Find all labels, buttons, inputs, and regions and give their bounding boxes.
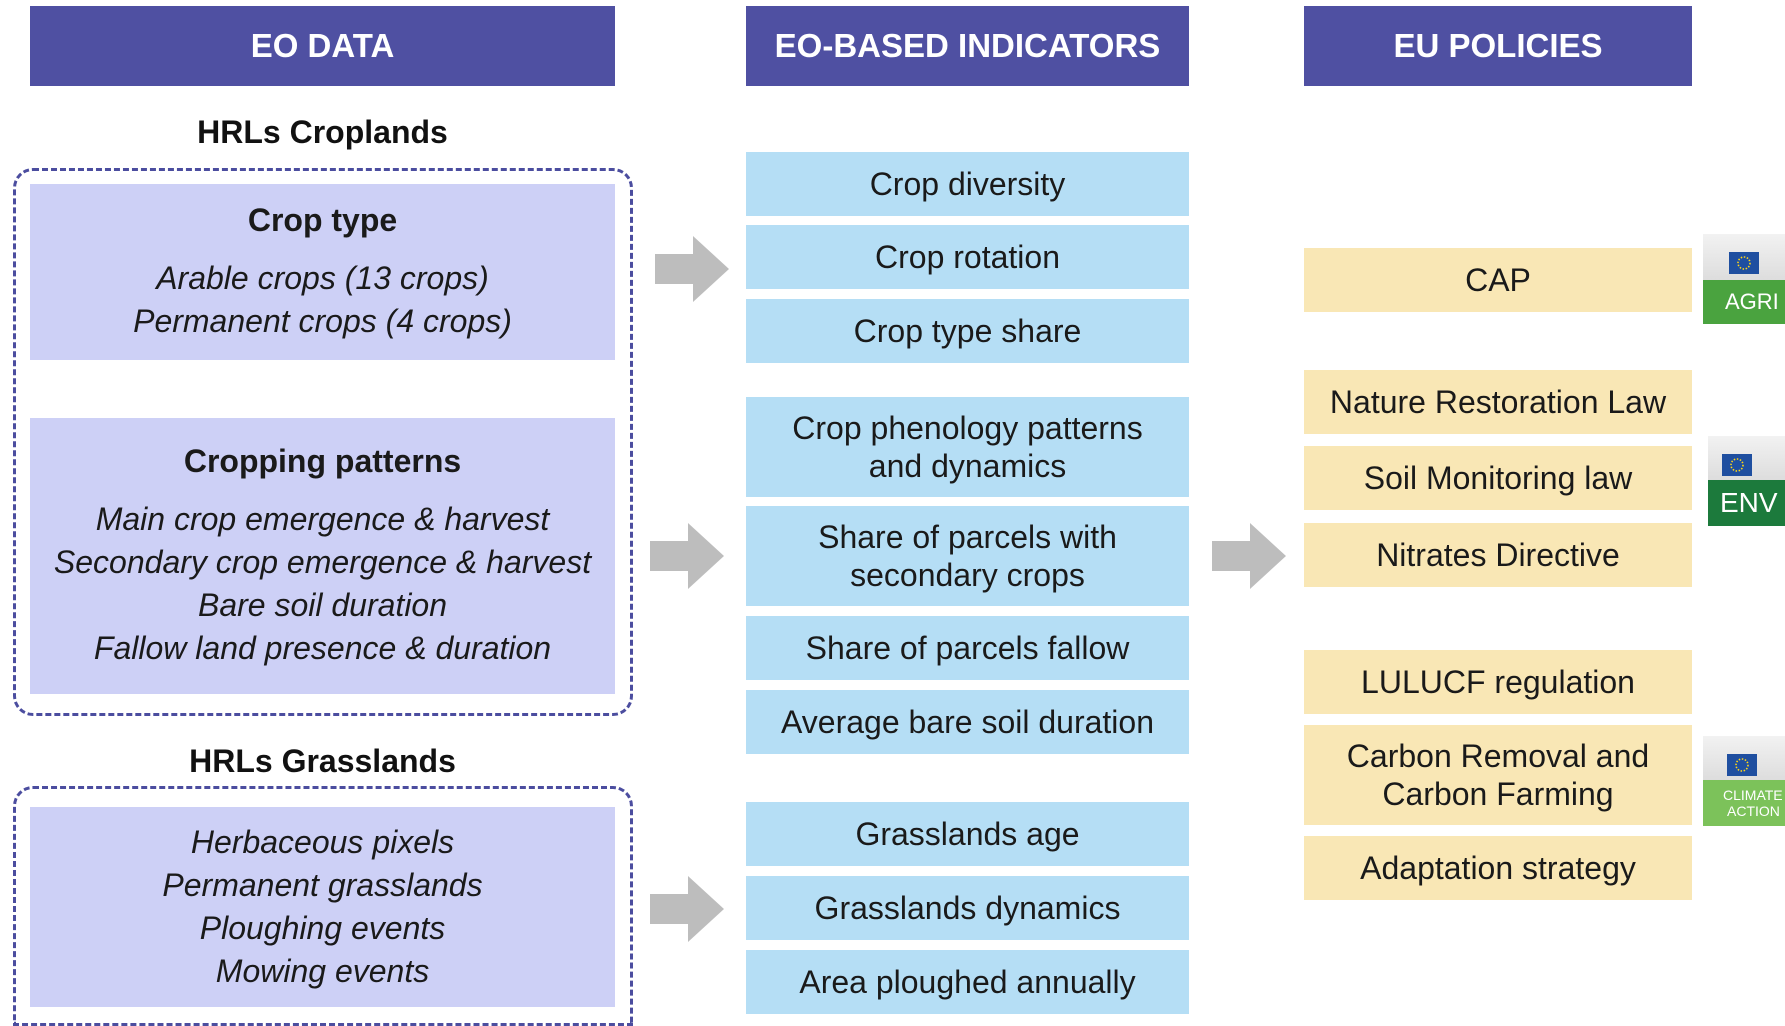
- climate-action-logo: CLIMATE ACTION: [1703, 736, 1785, 826]
- indicator-box: Grasslands dynamics: [746, 876, 1189, 940]
- cropping-patterns-line: Secondary crop emergence & harvest: [53, 543, 592, 580]
- arrow-right-icon: [655, 236, 729, 302]
- crop-type-line: Arable crops (13 crops): [156, 259, 489, 296]
- eu-flag-icon: [1729, 252, 1759, 274]
- eu-flag-icon: [1722, 454, 1752, 476]
- header-indicators: EO-BASED INDICATORS: [746, 6, 1189, 86]
- agri-logo: AGRI: [1703, 234, 1785, 324]
- indicator-box: Share of parcels fallow: [746, 616, 1189, 680]
- crop-type-title: Crop type: [247, 201, 398, 238]
- cropping-patterns-line: Bare soil duration: [197, 586, 448, 623]
- header-policies: EU POLICIES: [1304, 6, 1692, 86]
- arrow-right-icon: [1212, 523, 1286, 589]
- grasslands-box: Herbaceous pixels Permanent grasslands P…: [30, 807, 615, 1007]
- indicator-box: Grasslands age: [746, 802, 1189, 866]
- policy-box: Carbon Removal and Carbon Farming: [1304, 725, 1692, 825]
- grasslands-line: Herbaceous pixels: [190, 824, 455, 860]
- indicator-box: Crop rotation: [746, 225, 1189, 289]
- climate-logo-label: CLIMATE: [1723, 787, 1783, 803]
- indicator-box: Crop type share: [746, 299, 1189, 363]
- croplands-title: HRLs Croplands: [197, 114, 448, 150]
- indicator-box: Average bare soil duration: [746, 690, 1189, 754]
- eu-flag-icon: [1727, 754, 1757, 776]
- grasslands-title: HRLs Grasslands: [189, 743, 456, 779]
- grasslands-line: Mowing events: [215, 953, 430, 989]
- env-logo-label: ENV: [1708, 480, 1785, 526]
- env-logo: ENV: [1708, 436, 1785, 526]
- policy-box: Nature Restoration Law: [1304, 370, 1692, 434]
- cropping-patterns-title: Cropping patterns: [183, 442, 462, 479]
- indicator-box: Crop diversity: [746, 152, 1189, 216]
- policy-box: CAP: [1304, 248, 1692, 312]
- cropping-patterns-line: Main crop emergence & harvest: [95, 500, 550, 537]
- croplands-group: [13, 168, 633, 716]
- arrow-right-icon: [650, 523, 724, 589]
- agri-logo-label: AGRI: [1703, 280, 1785, 324]
- cropping-patterns-box: Cropping patterns Main crop emergence & …: [30, 418, 615, 694]
- crop-type-box: Crop type Arable crops (13 crops) Perman…: [30, 184, 615, 360]
- grasslands-line: Ploughing events: [199, 910, 446, 946]
- policy-box: Nitrates Directive: [1304, 523, 1692, 587]
- policy-box: LULUCF regulation: [1304, 650, 1692, 714]
- crop-type-line: Permanent crops (4 crops): [133, 302, 512, 339]
- policy-box: Adaptation strategy: [1304, 836, 1692, 900]
- indicator-box: Share of parcels with secondary crops: [746, 506, 1189, 606]
- climate-logo-label: ACTION: [1727, 803, 1780, 819]
- grasslands-line: Permanent grasslands: [162, 867, 483, 903]
- policy-box: Soil Monitoring law: [1304, 446, 1692, 510]
- indicator-box: Area ploughed annually: [746, 950, 1189, 1014]
- arrow-right-icon: [650, 876, 724, 942]
- header-eo-data: EO DATA: [30, 6, 615, 86]
- cropping-patterns-line: Fallow land presence & duration: [93, 629, 552, 666]
- indicator-box: Crop phenology patterns and dynamics: [746, 397, 1189, 497]
